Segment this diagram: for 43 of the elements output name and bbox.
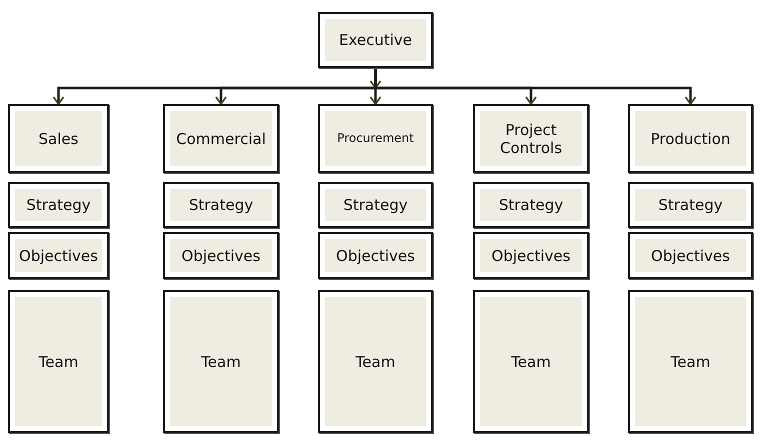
connector-arrow (374, 68, 696, 105)
box-label: Team (356, 352, 396, 370)
org-box (318, 290, 433, 433)
org-box (628, 290, 753, 433)
box-label: Team (511, 352, 551, 370)
org-box (8, 290, 109, 433)
org-box (8, 104, 109, 173)
box-label: Team (670, 352, 710, 370)
box-label: Objectives (19, 246, 98, 264)
org-box (473, 290, 589, 433)
org-box (473, 182, 589, 228)
box-label: Executive (338, 31, 412, 49)
box-label: Sales (38, 130, 78, 148)
box-label: Strategy (658, 196, 723, 214)
box-label: Team (201, 352, 241, 370)
org-box (628, 232, 753, 279)
org-box (8, 182, 109, 228)
box-label: Strategy (498, 196, 564, 214)
box-label: Strategy (188, 196, 254, 214)
org-box (318, 232, 433, 279)
box-label: Commercial (176, 130, 266, 148)
box-label: Team (38, 352, 78, 370)
box-label: Objectives (336, 246, 415, 264)
box-label: Objectives (651, 246, 730, 264)
org-box (473, 104, 589, 173)
org-box (163, 104, 279, 173)
org-box (628, 104, 753, 173)
org-box (318, 182, 433, 228)
box-label: Project Controls (498, 120, 564, 156)
box-label: Procurement (337, 131, 414, 146)
org-box (318, 12, 433, 68)
box-label: Production (650, 130, 730, 148)
org-box (163, 290, 279, 433)
org-box (473, 232, 589, 279)
box-label: Objectives (492, 246, 570, 264)
org-box (628, 182, 753, 228)
box-label: Objectives (182, 246, 260, 264)
org-box (8, 232, 109, 279)
org-box (163, 182, 279, 228)
org-box (163, 232, 279, 279)
org-box (318, 104, 433, 173)
box-label: Strategy (343, 196, 408, 214)
box-label: Strategy (26, 196, 91, 214)
